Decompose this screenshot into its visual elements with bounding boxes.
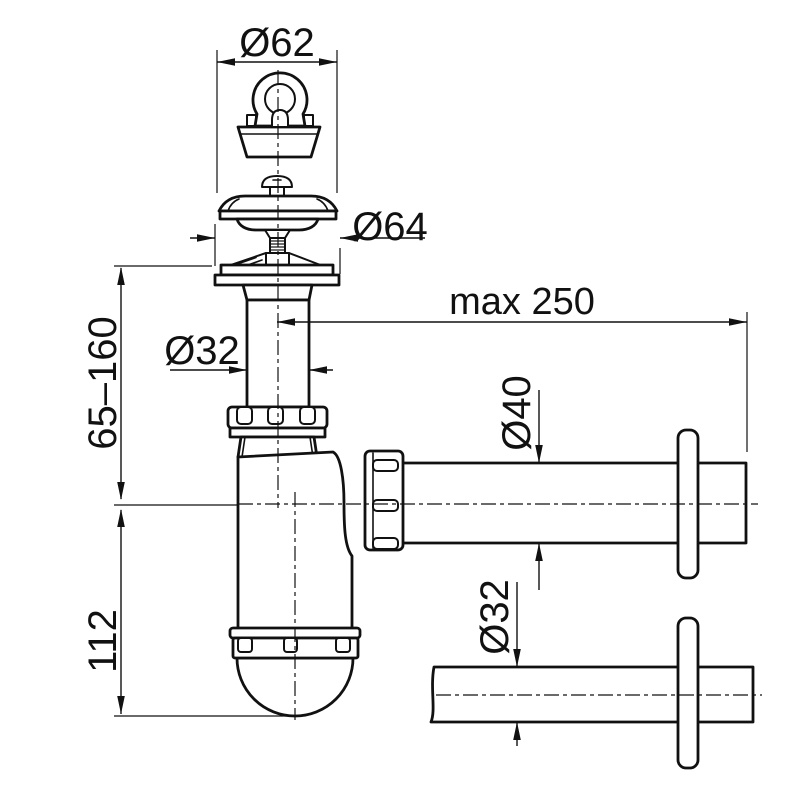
- dim-label-height-adjust-range: 65–160: [81, 316, 125, 449]
- arrowhead-right: [319, 58, 337, 66]
- arrowhead-right: [309, 366, 327, 374]
- outlet-pipe: [400, 428, 748, 580]
- arrowhead-top: [535, 445, 543, 463]
- dimension-inlet-pipe-diameter: Ø32: [164, 329, 333, 374]
- strainer-screw-head: [261, 175, 293, 188]
- union-nut-top-slot-3: [299, 406, 316, 425]
- strainer-dome-skirt-right: [316, 198, 329, 212]
- arrowhead-top: [117, 267, 125, 285]
- dim-label-max-outlet-length: max 250: [449, 281, 595, 323]
- arrowhead-top: [117, 509, 125, 527]
- drain-plug: [236, 71, 322, 159]
- outlet-nut-slot-1: [372, 459, 399, 472]
- flange-plate-upper: [219, 263, 335, 277]
- dimension-max-outlet-length: max 250: [277, 281, 748, 452]
- dimension-flange-diameter: Ø64: [190, 205, 428, 274]
- dim-label-plug-diameter: Ø62: [239, 21, 315, 65]
- union-nut-top-slot-2: [267, 406, 284, 425]
- drain-strainer: [213, 175, 341, 287]
- flange-plate-lower: [213, 273, 341, 287]
- dim-label-wall-pipe-diameter: Ø32: [473, 579, 517, 655]
- dim-label-outlet-pipe-diameter: Ø40: [495, 375, 539, 451]
- dimension-height-adjust-range: 65–160: [81, 265, 238, 506]
- arrowhead-bottom: [117, 482, 125, 500]
- arrowhead-left: [277, 318, 295, 326]
- dimension-plug-diameter: Ø62: [216, 21, 338, 193]
- dim-label-inlet-pipe-diameter: Ø32: [164, 329, 240, 373]
- union-nut-top-slot-1: [236, 406, 253, 425]
- plug-stopper: [236, 125, 322, 159]
- cup-nut-slot-2: [283, 637, 298, 653]
- arrowhead-top: [513, 649, 521, 667]
- arrowhead-right: [340, 234, 358, 242]
- strainer-dome-skirt-left: [227, 198, 240, 212]
- centerlines: [238, 70, 762, 720]
- cup-nut-slot-3: [335, 637, 351, 653]
- arrowhead-left: [229, 366, 247, 374]
- arrowhead-bottom: [117, 696, 125, 714]
- strainer-dome: [217, 194, 339, 213]
- arrowhead-bottom: [535, 543, 543, 561]
- plug-ring-arch: [271, 109, 289, 126]
- arrowhead-left: [197, 234, 215, 242]
- outlet-nut-slot-2: [372, 499, 399, 512]
- dim-label-trap-depth: 112: [81, 609, 125, 673]
- arrowhead-left: [217, 58, 235, 66]
- outlet-nut-slot-3: [372, 537, 399, 550]
- dimension-trap-depth: 112: [81, 509, 298, 717]
- dim-label-flange-diameter: Ø64: [352, 205, 428, 249]
- arrowhead-bottom: [513, 722, 521, 740]
- wall-flange-bottom: [676, 616, 700, 770]
- cup-nut-slot-1: [237, 637, 253, 653]
- strainer-gusset-hatch-1: [235, 256, 257, 266]
- dimension-wall-pipe-diameter: Ø32: [473, 579, 521, 746]
- arrowhead-right: [729, 318, 747, 326]
- dimension-outlet-pipe-diameter: Ø40: [495, 375, 543, 590]
- outlet-union-nut: [363, 449, 405, 552]
- collar-inner-left: [241, 436, 246, 458]
